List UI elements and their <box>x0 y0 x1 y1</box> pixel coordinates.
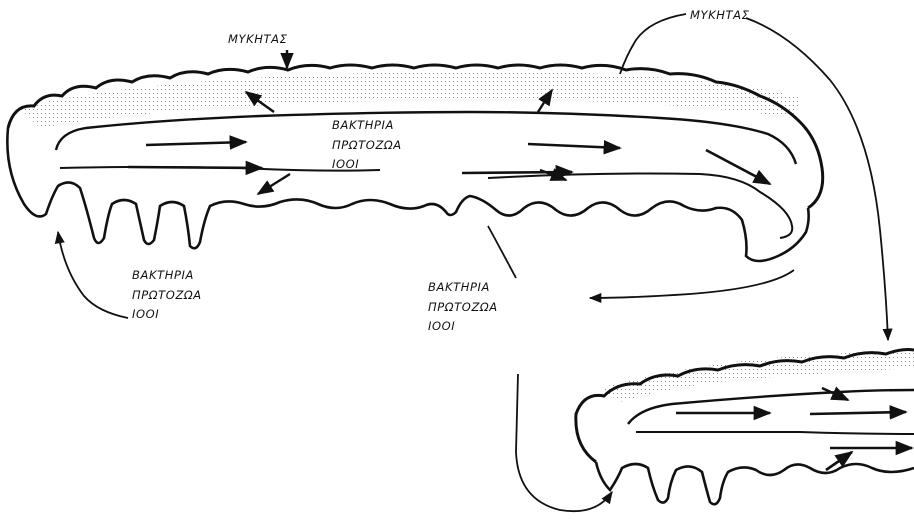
pathogen-label: ΒΑΚΤΗΡΙΑ <box>428 282 498 294</box>
mid-return-arrow <box>590 270 794 298</box>
flow-arrow <box>146 142 246 145</box>
flow-arrow <box>462 172 572 173</box>
fungi-label-right: ΜΥΚΗΤΑΣ <box>690 10 750 22</box>
main-lumen-right <box>488 174 792 239</box>
wall-arrow <box>258 174 290 194</box>
pathogen-label: ΒΑΚΤΗΡΙΑ <box>132 270 202 282</box>
flow-arrow <box>810 412 906 414</box>
flow-arrow <box>128 167 262 168</box>
mid-pathogen-list: ΒΑΚΤΗΡΙΑ ΠΡΩΤΟΖΩΑ ΙΟΟΙ <box>428 282 498 341</box>
second-outer-bottom <box>596 462 914 504</box>
center-pathogen-list: ΒΑΚΤΗΡΙΑ ΠΡΩΤΟΖΩΑ ΙΟΟΙ <box>332 120 402 179</box>
main-outer-bottom <box>7 128 808 261</box>
wall-arrow <box>822 388 848 400</box>
main-lumen-top <box>56 112 796 164</box>
flow-arrow <box>706 150 770 184</box>
flow-arrow <box>528 144 620 148</box>
second-lumen-mid <box>636 432 914 434</box>
fungi-label-top: ΜΥΚΗΤΑΣ <box>228 34 288 46</box>
pathogen-label: ΒΑΚΤΗΡΙΑ <box>332 120 402 132</box>
main-flow-arrows <box>128 142 770 184</box>
second-wall-stipple <box>600 350 914 402</box>
pathogen-label: ΠΡΩΤΟΖΩΑ <box>428 302 498 314</box>
pathogen-label: ΠΡΩΤΟΖΩΑ <box>132 290 202 302</box>
main-intestine <box>7 65 822 261</box>
second-intestine <box>576 350 914 505</box>
pathogen-label: ΠΡΩΤΟΖΩΑ <box>332 140 402 152</box>
pathogen-label: ΙΟΟΙ <box>332 159 402 171</box>
left-connector <box>58 232 128 318</box>
fungus-right-long-arrow <box>746 18 888 340</box>
left-pathogen-list: ΒΑΚΤΗΡΙΑ ΠΡΩΤΟΖΩΑ ΙΟΟΙ <box>132 270 202 329</box>
pathogen-label: ΙΟΟΙ <box>132 309 202 321</box>
pathogen-label: ΙΟΟΙ <box>428 321 498 333</box>
fungus-right-connector <box>620 14 686 74</box>
second-lumen-top <box>628 390 914 424</box>
mid-connector <box>488 226 516 278</box>
